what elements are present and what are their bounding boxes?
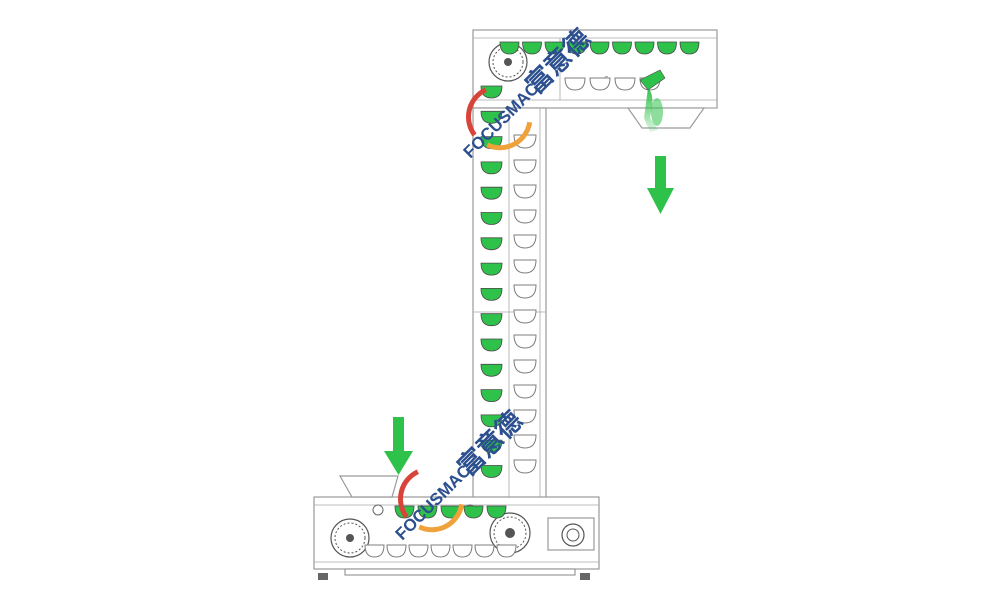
bucket-empty [430, 544, 451, 558]
bucket-loaded [480, 110, 503, 124]
drive-motor [547, 517, 595, 551]
bucket-loaded [657, 41, 677, 55]
discharge-material-stream [639, 69, 666, 132]
feed-hopper [338, 475, 399, 498]
bucket-loaded [480, 186, 503, 200]
bucket-loaded [679, 41, 700, 55]
bucket-empty [513, 434, 537, 449]
bucket-empty [513, 309, 537, 324]
bucket-empty [513, 359, 537, 374]
bucket-loaded [612, 41, 632, 55]
drive-sprocket [489, 512, 531, 554]
bucket-loaded [522, 41, 542, 55]
foot-left [318, 573, 328, 580]
bucket-loaded [480, 363, 503, 377]
outlet-arrow [647, 156, 674, 214]
bucket-empty [364, 544, 385, 558]
bucket-empty [452, 544, 473, 558]
bucket-empty [513, 209, 537, 224]
bucket-loaded [480, 414, 503, 428]
bucket-loaded [480, 338, 503, 352]
bucket-loaded [544, 41, 565, 55]
bucket-loaded [567, 41, 587, 55]
foot-right [580, 573, 590, 580]
bucket-loaded [480, 389, 503, 403]
bucket-loaded [480, 212, 503, 225]
bucket-empty [564, 77, 586, 91]
bucket-empty [513, 409, 537, 424]
bucket-empty [513, 459, 537, 474]
bucket-loaded [480, 161, 503, 175]
base-rail [344, 568, 576, 576]
bucket-empty [614, 77, 636, 91]
bucket-loaded [480, 262, 503, 276]
bucket-chain [364, 41, 700, 558]
bucket-empty [496, 544, 517, 558]
bucket-loaded [480, 313, 503, 327]
bucket-loaded [486, 505, 507, 519]
bucket-loaded [463, 505, 484, 519]
bucket-empty [513, 384, 537, 399]
bucket-empty [513, 184, 537, 199]
bucket-empty [408, 544, 429, 558]
bucket-empty [513, 159, 537, 174]
bucket-loaded [480, 237, 503, 251]
bucket-empty [474, 544, 495, 558]
tipping-bucket [639, 69, 666, 91]
bucket-empty [513, 334, 537, 349]
bucket-loaded [589, 41, 610, 55]
discharge-hopper [626, 107, 706, 129]
bucket-loaded [417, 505, 438, 519]
bucket-empty [386, 544, 407, 558]
inlet-arrow [384, 417, 413, 475]
bucket-loaded [499, 41, 520, 55]
bucket-loaded [634, 41, 655, 55]
bucket-empty [513, 284, 537, 299]
bucket-loaded [480, 465, 503, 478]
tail-sprocket [330, 518, 370, 558]
bucket-empty [589, 77, 611, 91]
bucket-empty [513, 234, 537, 249]
bucket-empty [513, 259, 537, 274]
bucket-loaded [480, 439, 503, 453]
bucket-loaded [480, 288, 503, 301]
